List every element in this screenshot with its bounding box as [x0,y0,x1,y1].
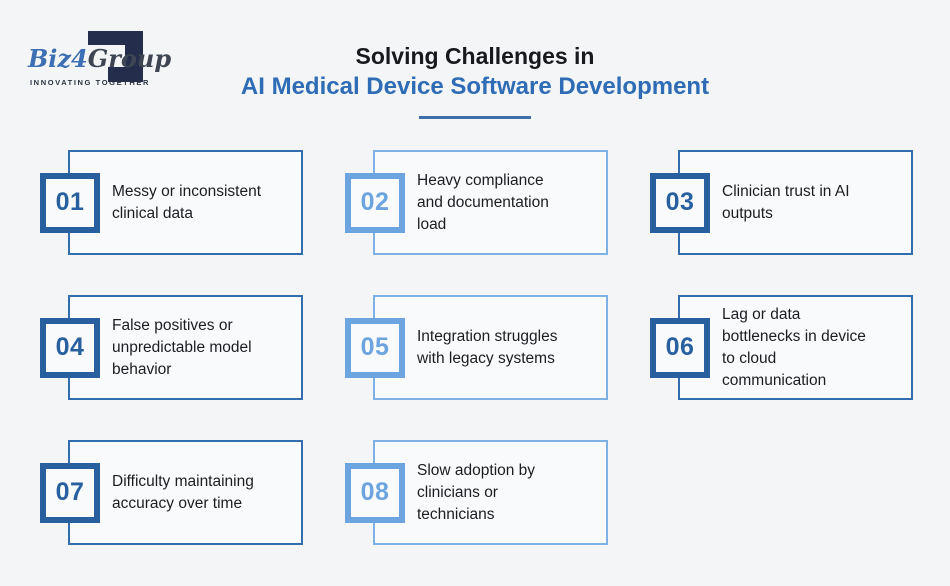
challenge-number-01: 01 [55,188,85,216]
challenge-label-02: Heavy compliance and documentation load [417,171,549,233]
challenge-card-03: 03 Clinician trust in AI outputs [650,150,913,255]
challenge-label-03: Clinician trust in AI outputs [722,182,850,222]
challenge-number-02: 02 [360,188,390,216]
challenge-number-05: 05 [360,333,390,361]
challenge-number-08: 08 [360,478,390,506]
challenge-card-08: 08 Slow adoption by clinicians or techni… [345,440,608,545]
logo-wordmark-biz4: Biz4 [28,44,88,73]
page-title-line2: AI Medical Device Software Development [240,73,710,100]
title-block: Solving Challenges in AI Medical Device … [0,42,950,119]
challenge-card-05: 05 Integration struggles with legacy sys… [345,295,608,400]
challenge-number-07: 07 [55,478,85,506]
challenge-card-07: 07 Difficulty maintaining accuracy over … [40,440,303,545]
challenge-label-06: Lag or data bottlenecks in device to clo… [722,305,866,389]
challenge-card-02: 02 Heavy compliance and documentation lo… [345,150,608,255]
challenge-label-07: Difficulty maintaining accuracy over tim… [112,472,254,512]
challenge-card-06: 06 Lag or data bottlenecks in device to … [650,295,913,400]
challenge-label-04: False positives or unpredictable model b… [112,316,252,378]
challenge-number-badge-03: 03 [650,172,710,233]
challenge-card-04: 04 False positives or unpredictable mode… [40,295,303,400]
biz4group-logo: Biz4Group INNOVATING TOGETHER [28,18,178,102]
challenge-number-03: 03 [665,188,695,216]
logo-wordmark-group: Group [87,44,172,73]
challenge-number-06: 06 [665,333,695,361]
title-underline-divider [419,116,531,119]
challenge-number-badge-04: 04 [40,317,100,378]
challenge-card-01: 01 Messy or inconsistent clinical data [40,150,303,255]
logo-tagline: INNOVATING TOGETHER [30,78,150,87]
challenge-number-badge-08: 08 [345,462,405,523]
challenge-label-08: Slow adoption by clinicians or technicia… [417,461,536,523]
challenge-number-badge-05: 05 [345,317,405,378]
challenge-number-badge-06: 06 [650,317,710,378]
challenge-number-badge-01: 01 [40,172,100,233]
challenge-number-04: 04 [55,333,85,361]
challenge-number-badge-07: 07 [40,462,100,523]
challenge-number-badge-02: 02 [345,172,405,233]
challenge-label-01: Messy or inconsistent clinical data [112,182,262,222]
logo-wordmark: Biz4Group [28,44,171,73]
challenge-label-05: Integration struggles with legacy system… [417,327,558,367]
page-title-line1: Solving Challenges in [355,43,595,69]
